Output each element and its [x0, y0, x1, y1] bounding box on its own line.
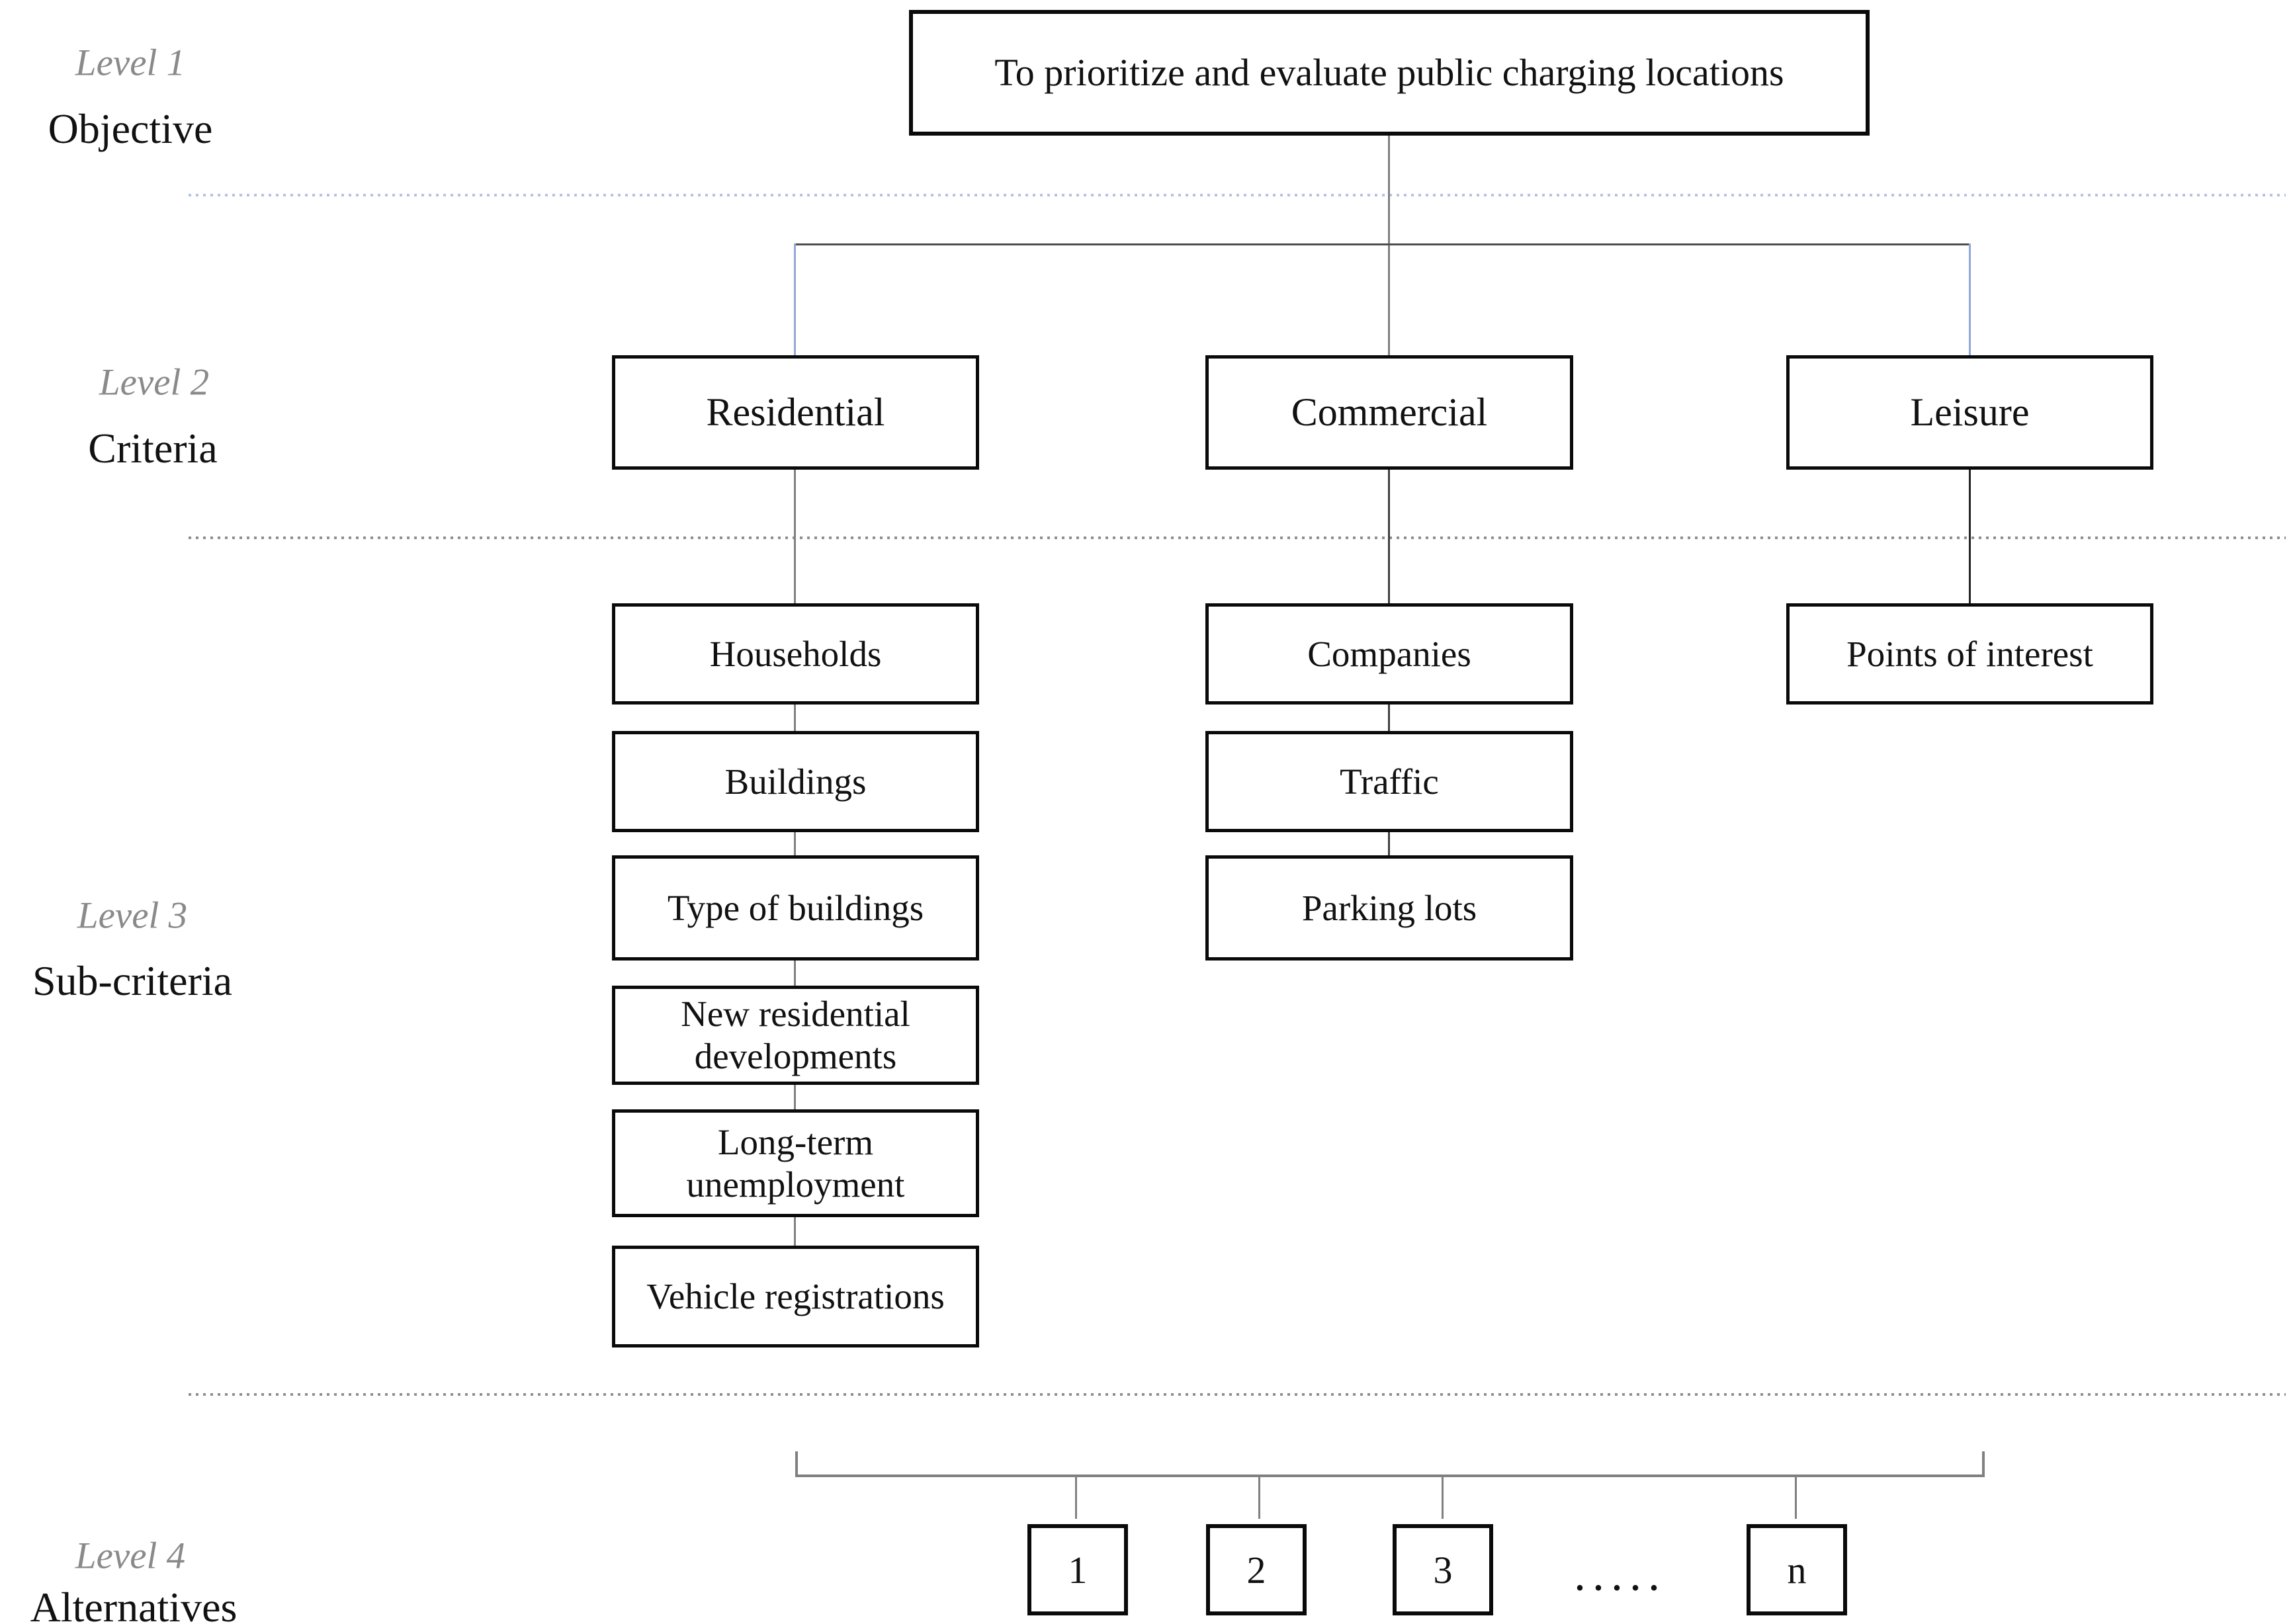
criteria-box-residential: Residential — [612, 355, 979, 470]
criteria-label-commercial: Commercial — [1291, 390, 1488, 434]
connector-alternative-n — [1795, 1477, 1797, 1519]
alternative-box-3: 3 — [1393, 1524, 1493, 1615]
subcriteria-box-points-of-interest: Points of interest — [1786, 603, 2153, 705]
criteria-box-leisure: Leisure — [1786, 355, 2153, 470]
subcriteria-box-traffic: Traffic — [1205, 731, 1573, 832]
criteria-label-leisure: Leisure — [1910, 390, 2030, 434]
level1-label: Level 1 — [75, 42, 186, 84]
subcriteria-label-buildings: Buildings — [724, 761, 867, 802]
connector-criteria-bracket — [795, 243, 1970, 245]
criteria-box-commercial: Commercial — [1205, 355, 1573, 470]
subcriteria-label-traffic: Traffic — [1340, 761, 1439, 802]
level3-category-label: Sub-criteria — [32, 957, 233, 1004]
alternative-label-1: 1 — [1068, 1548, 1088, 1592]
level2-category-label: Criteria — [88, 425, 218, 472]
connector-residential-sub5 — [794, 1085, 796, 1109]
separator-level2-level3 — [189, 536, 2286, 539]
subcriteria-box-parking-lots: Parking lots — [1205, 855, 1573, 961]
alternative-box-n: n — [1747, 1524, 1847, 1615]
level1-category-label: Objective — [48, 105, 213, 152]
subcriteria-label-households: Households — [709, 633, 882, 674]
subcriteria-label-points-of-interest: Points of interest — [1846, 633, 2093, 674]
level3-label: Level 3 — [77, 894, 188, 937]
subcriteria-box-vehicle-registrations: Vehicle registrations — [612, 1246, 979, 1347]
connector-residential-sub4 — [794, 961, 796, 986]
subcriteria-box-companies: Companies — [1205, 603, 1573, 705]
connector-residential-sub3 — [794, 832, 796, 855]
alternative-label-3: 3 — [1433, 1548, 1453, 1592]
connector-alternative-1 — [1075, 1477, 1077, 1519]
objective-text: To prioritize and evaluate public chargi… — [994, 51, 1784, 94]
connector-residential-sub1 — [794, 470, 796, 603]
alternatives-bracket — [795, 1474, 1985, 1477]
connector-commercial-sub2 — [1388, 705, 1390, 731]
subcriteria-box-new-residential-developments: New residential developments — [612, 986, 979, 1085]
connector-residential-sub6 — [794, 1217, 796, 1246]
subcriteria-label-parking-lots: Parking lots — [1301, 887, 1477, 928]
subcriteria-label-new-residential-developments: New residential developments — [681, 994, 910, 1076]
alternatives-ellipsis: ..... — [1574, 1547, 1666, 1601]
subcriteria-box-long-term-unemployment: Long-term unemployment — [612, 1109, 979, 1217]
level4-category-label: Alternatives — [30, 1584, 238, 1624]
subcriteria-label-vehicle-registrations: Vehicle registrations — [646, 1276, 945, 1316]
subcriteria-box-households: Households — [612, 603, 979, 705]
connector-leisure-sub1 — [1969, 470, 1971, 603]
level2-label: Level 2 — [99, 361, 210, 404]
subcriteria-label-type-of-buildings: Type of buildings — [667, 887, 924, 928]
connector-objective-drop — [1388, 136, 1390, 355]
criteria-label-residential: Residential — [706, 390, 885, 434]
subcriteria-box-buildings: Buildings — [612, 731, 979, 832]
alternative-label-n: n — [1787, 1548, 1807, 1592]
level4-label: Level 4 — [75, 1535, 186, 1577]
separator-level1-level2 — [189, 194, 2286, 196]
connector-residential-sub2 — [794, 705, 796, 731]
subcriteria-label-long-term-unemployment: Long-term unemployment — [686, 1121, 905, 1205]
alternative-box-2: 2 — [1206, 1524, 1307, 1615]
separator-level3-level4 — [189, 1393, 2286, 1396]
connector-leisure-drop — [1969, 243, 1971, 355]
alternative-label-2: 2 — [1246, 1548, 1266, 1592]
subcriteria-label-companies: Companies — [1307, 633, 1471, 674]
subcriteria-box-type-of-buildings: Type of buildings — [612, 855, 979, 961]
connector-commercial-sub1 — [1388, 470, 1390, 603]
connector-residential-drop — [794, 243, 796, 355]
connector-alternative-2 — [1258, 1477, 1260, 1519]
alternatives-bracket-left-tick — [795, 1451, 798, 1477]
connector-commercial-sub3 — [1388, 832, 1390, 855]
alternatives-bracket-right-tick — [1982, 1451, 1985, 1477]
connector-alternative-3 — [1442, 1477, 1444, 1519]
objective-box: To prioritize and evaluate public chargi… — [909, 10, 1870, 136]
alternative-box-1: 1 — [1027, 1524, 1128, 1615]
